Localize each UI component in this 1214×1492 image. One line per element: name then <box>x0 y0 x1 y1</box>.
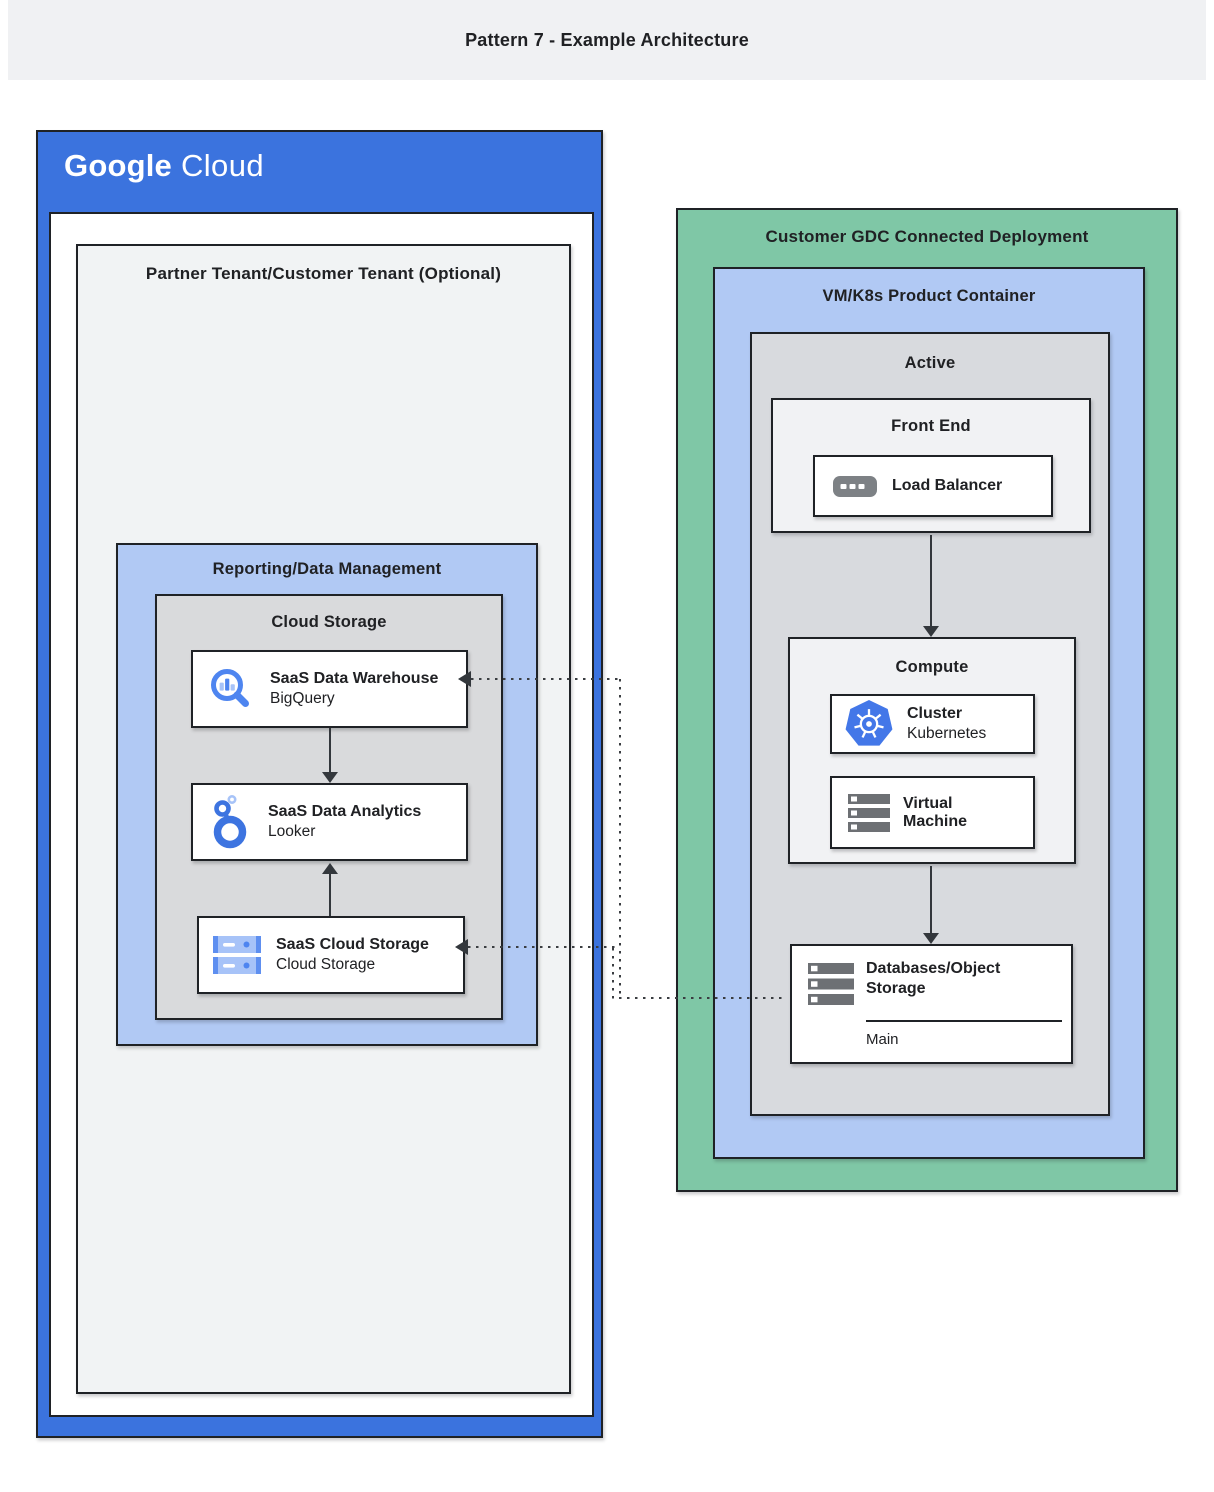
reporting-data-management-box: Reporting/Data Management Cloud Storage <box>116 543 538 1046</box>
dotted-connector-storage-to-warehouse <box>471 678 620 680</box>
diagram-title-bar: Pattern 7 - Example Architecture <box>8 0 1206 80</box>
card-title: Cluster <box>907 705 963 723</box>
dotted-connector-vertical-short <box>612 948 614 999</box>
arrowhead-left-icon <box>455 939 468 955</box>
load-balancer-card: Load Balancer <box>813 455 1053 517</box>
bigquery-icon <box>211 669 249 707</box>
saas-cloud-storage-card: SaaS Cloud Storage Cloud Storage <box>197 916 465 994</box>
active-box: Active Front End Load Balancer <box>750 332 1110 1116</box>
card-title: Databases/Object Storage <box>866 960 1001 998</box>
virtual-machine-card: Virtual Machine <box>830 776 1035 849</box>
active-title: Active <box>904 354 956 372</box>
compute-box: Compute <box>788 637 1076 864</box>
compute-title: Compute <box>895 658 969 676</box>
dotted-connector-to-databases <box>619 997 785 999</box>
connector-warehouse-to-analytics <box>329 728 331 772</box>
dotted-connector-storage-to-cloudstorage <box>468 946 620 948</box>
google-cloud-logo-cloud: Cloud <box>180 148 264 183</box>
arrowhead-left-icon <box>458 671 471 687</box>
vm-k8s-title: VM/K8s Product Container <box>822 287 1036 305</box>
arrowhead-up-icon <box>322 863 338 874</box>
arrowhead-down-icon <box>322 772 338 783</box>
connector-compute-to-storage <box>930 866 932 933</box>
cloud-storage-icon <box>213 936 261 974</box>
card-subtitle: BigQuery <box>270 690 335 708</box>
card-divider <box>866 1020 1062 1022</box>
looker-icon <box>213 794 247 849</box>
front-end-box: Front End Load Balancer <box>771 398 1091 533</box>
arrowhead-down-icon <box>923 626 939 637</box>
kubernetes-icon <box>845 700 893 746</box>
card-title: SaaS Cloud Storage <box>276 936 429 954</box>
card-subtitle: Kubernetes <box>907 725 987 743</box>
card-subtitle: Cloud Storage <box>276 956 376 974</box>
saas-data-analytics-card: SaaS Data Analytics Looker <box>191 783 468 861</box>
card-title: Load Balancer <box>892 477 1003 494</box>
card-title: Virtual Machine <box>903 794 968 830</box>
google-cloud-inner-panel: Partner Tenant/Customer Tenant (Optional… <box>49 212 594 1417</box>
saas-data-warehouse-card: SaaS Data Warehouse BigQuery <box>191 650 468 728</box>
arrowhead-down-icon <box>923 933 939 944</box>
storage-main-label: Main <box>866 1031 899 1048</box>
virtual-machine-icon <box>848 793 890 832</box>
vm-k8s-product-container: VM/K8s Product Container Active Front En… <box>713 267 1145 1159</box>
card-subtitle: Looker <box>268 823 316 841</box>
databases-object-storage-card: Databases/Object Storage Main <box>790 944 1073 1064</box>
card-title: SaaS Data Warehouse <box>270 670 439 688</box>
cluster-card: Cluster Kubernetes <box>830 694 1035 754</box>
google-cloud-logo-google: Google <box>64 148 172 183</box>
gdc-title: Customer GDC Connected Deployment <box>765 227 1089 246</box>
dotted-connector-vertical <box>619 679 621 999</box>
front-end-title: Front End <box>891 417 971 435</box>
databases-icon <box>808 963 854 1005</box>
diagram-title: Pattern 7 - Example Architecture <box>465 29 749 50</box>
connector-storage-to-analytics <box>329 874 331 916</box>
gdc-deployment-container: Customer GDC Connected Deployment VM/K8s… <box>676 208 1178 1192</box>
connector-frontend-to-compute <box>930 535 932 626</box>
load-balancer-icon <box>833 475 877 497</box>
partner-tenant-box: Partner Tenant/Customer Tenant (Optional… <box>76 244 571 1394</box>
reporting-title: Reporting/Data Management <box>212 560 442 578</box>
cloud-storage-group-title: Cloud Storage <box>271 613 387 631</box>
card-title: SaaS Data Analytics <box>268 803 422 821</box>
cloud-storage-group-box: Cloud Storage SaaS Data War <box>155 594 503 1020</box>
partner-tenant-title: Partner Tenant/Customer Tenant (Optional… <box>145 264 502 283</box>
